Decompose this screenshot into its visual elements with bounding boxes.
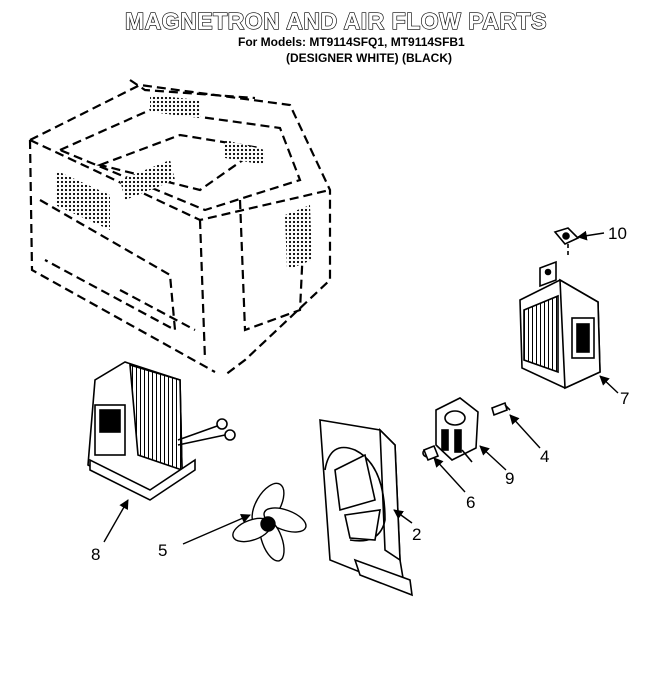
bushing: [422, 444, 440, 462]
callout-5: 5: [158, 541, 167, 560]
cabinet-vent-holes: [55, 95, 312, 270]
air-guide-duct: [319, 419, 413, 597]
callout-9: 9: [505, 469, 514, 488]
leader-line-2: [393, 509, 413, 524]
high-voltage-transformer: [87, 361, 236, 501]
color-variants: (DESIGNER WHITE) (BLACK): [286, 51, 452, 65]
callout-2: 2: [412, 525, 421, 544]
leader-line-7: [599, 375, 619, 394]
leader-line-10: [577, 230, 605, 241]
model-numbers: For Models: MT9114SFQ1, MT9114SFB1: [238, 35, 465, 49]
diagram-title: MAGNETRON AND AIR FLOW PARTS: [124, 7, 547, 34]
callout-4: 4: [540, 447, 549, 466]
magnetron-cooling-fins: [523, 294, 559, 374]
callout-8: 8: [91, 545, 100, 564]
callout-10: 10: [608, 224, 627, 243]
magnetron: [519, 260, 601, 390]
microwave-cabinet-outline: [28, 79, 332, 376]
leader-line-5: [182, 514, 251, 545]
leader-line-6: [433, 457, 466, 493]
retainer-clip: [553, 227, 580, 258]
callout-7: 7: [620, 389, 629, 408]
leader-line-9: [479, 445, 507, 471]
leader-line-4: [509, 414, 541, 449]
mounting-screw: [491, 401, 511, 417]
thermal-cutout: [435, 397, 479, 463]
leader-line-8: [103, 499, 129, 543]
callout-6: 6: [466, 493, 475, 512]
fan-blade: [232, 482, 307, 562]
